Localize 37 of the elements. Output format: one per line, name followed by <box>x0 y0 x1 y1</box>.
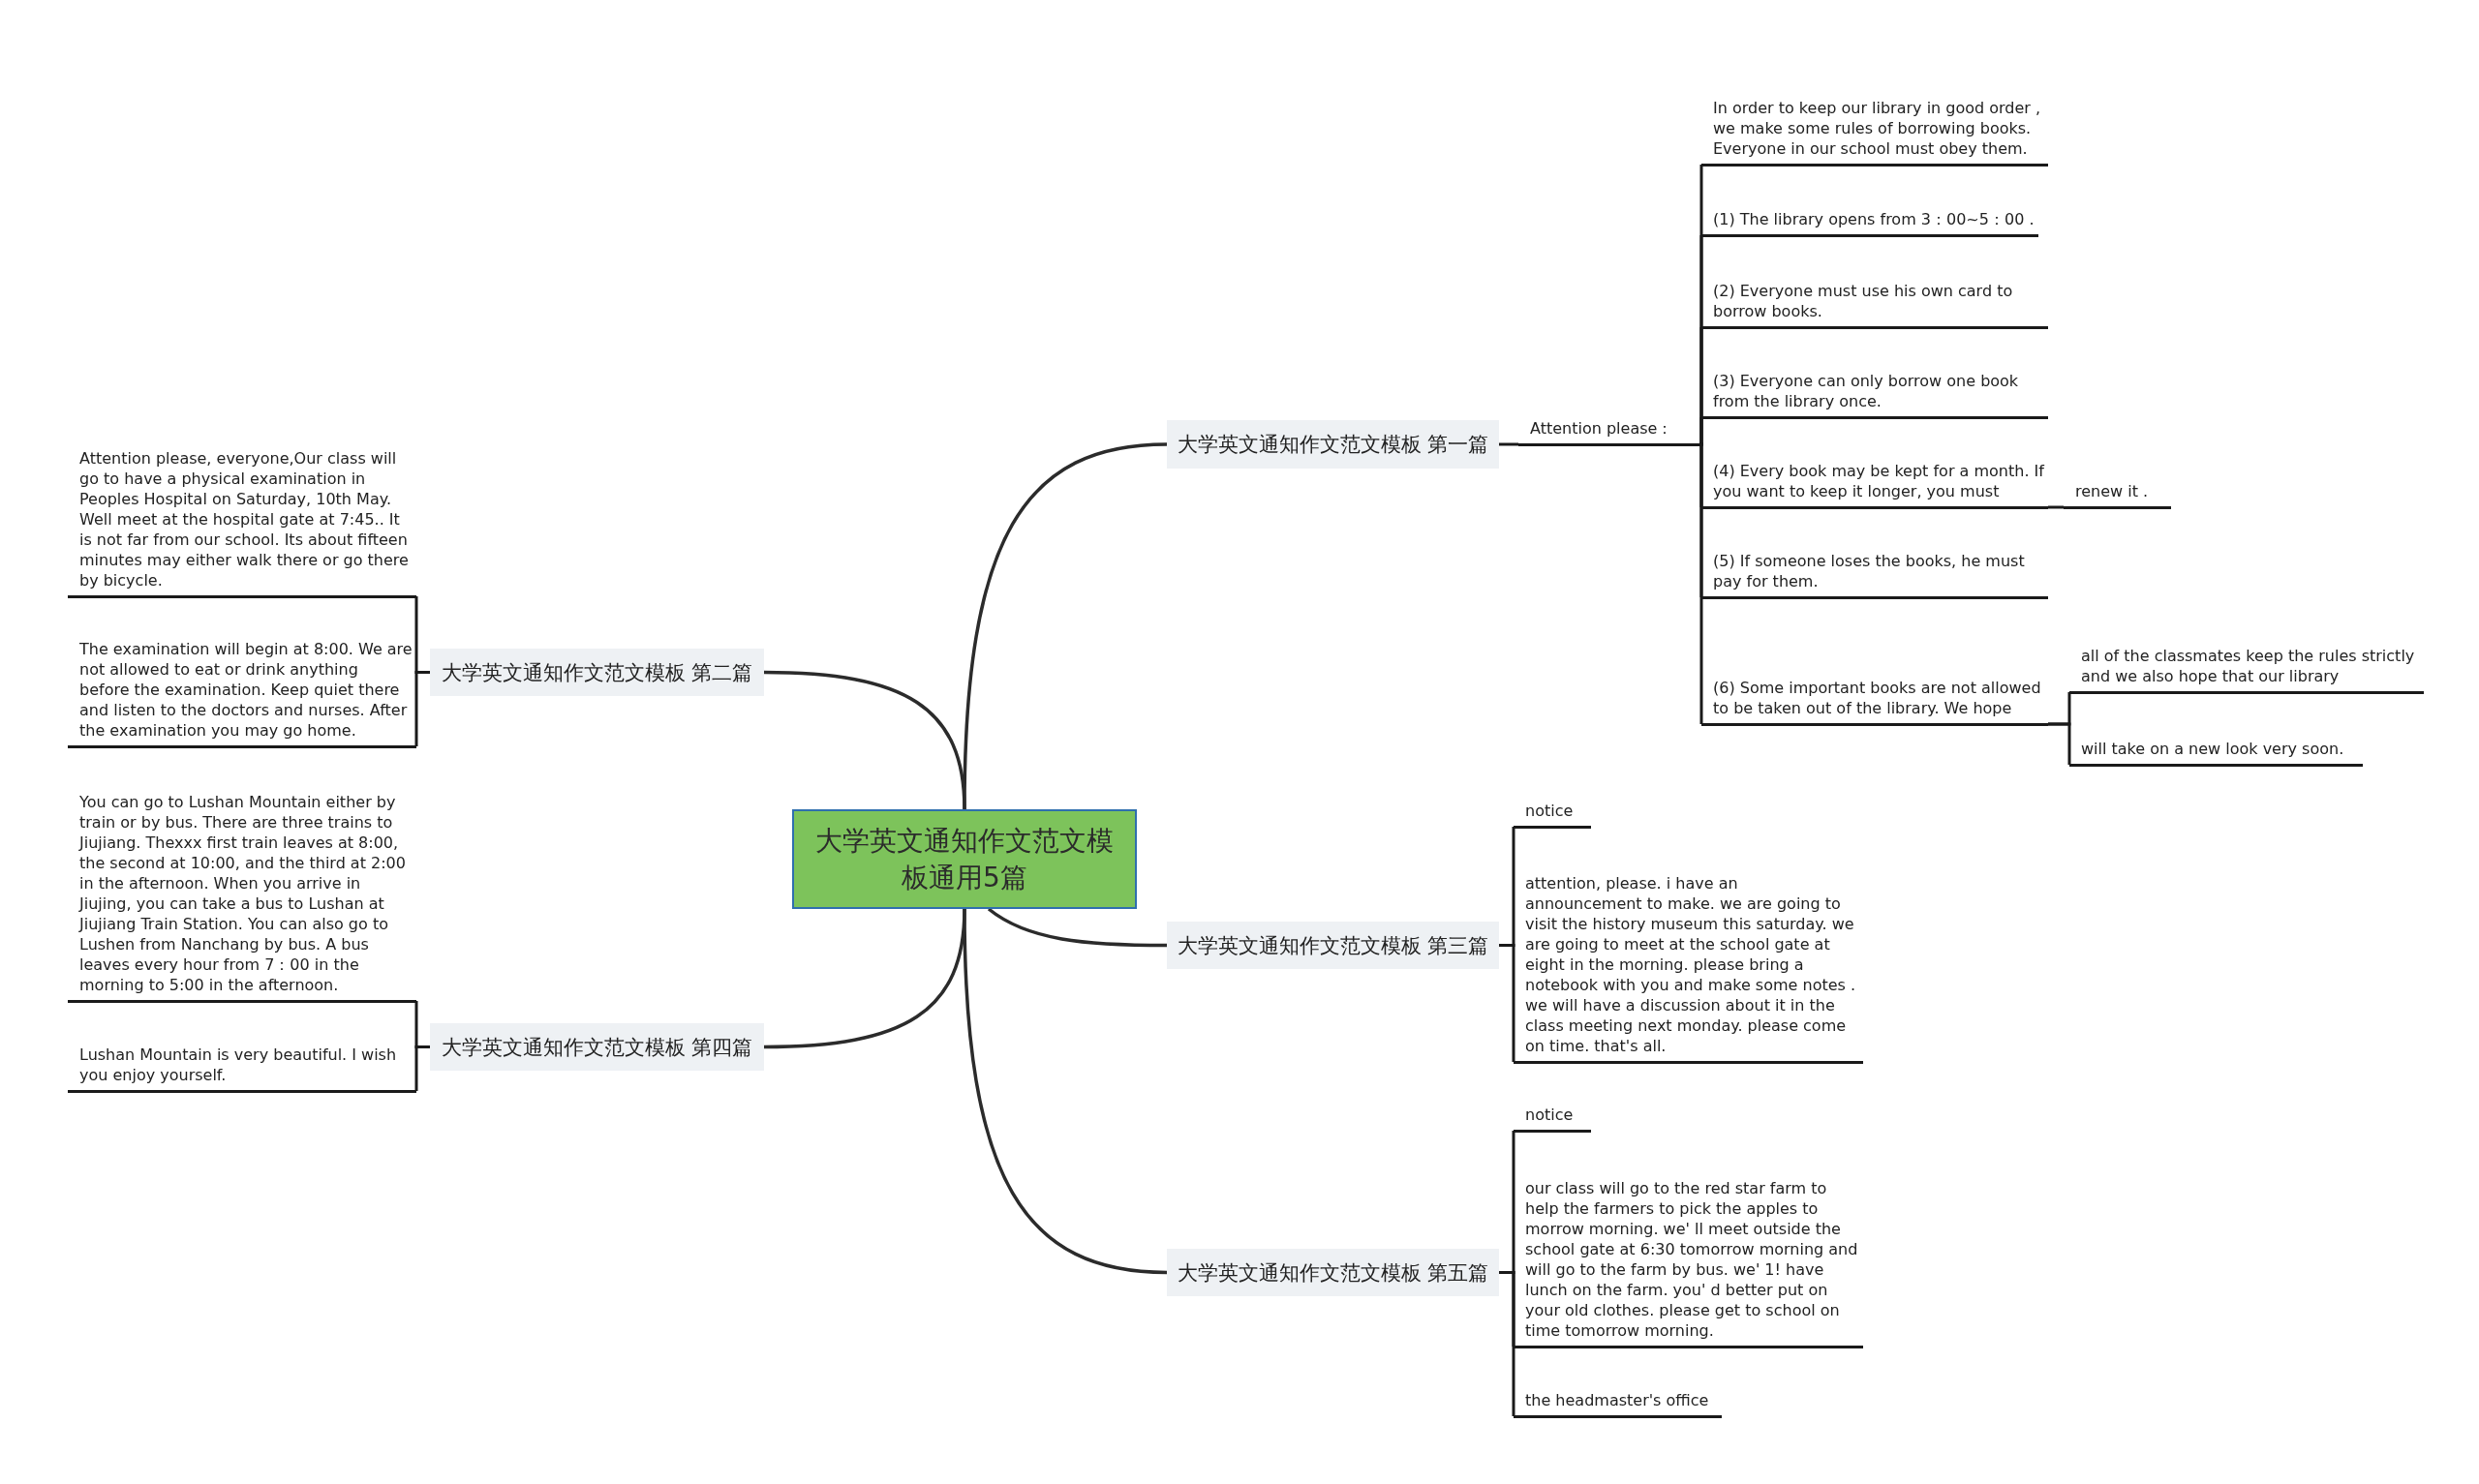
connector-line <box>1499 1271 1515 1416</box>
underlined-text: (2) Everyone must use his own card to borrow books. <box>1701 280 2048 329</box>
underlined-text: Attention please： <box>1518 417 1699 446</box>
underlined-text: (6) Some important books are not allowed to be taken out of the library. We hope <box>1701 677 2048 726</box>
underlined-text: all of the classmates keep the rules strictly and we also hope that our library <box>2069 645 2424 694</box>
topic-box: 大学英文通知作文范文模板 第一篇 <box>1167 420 1499 469</box>
connector-line <box>1499 944 1515 1062</box>
topic-box: 大学英文通知作文范文模板 第二篇 <box>430 649 764 696</box>
underlined-text: (3) Everyone can only borrow one book from the library once. <box>1701 370 2048 419</box>
connector-line <box>1699 417 1703 446</box>
connector-line <box>763 670 966 810</box>
connector-line <box>963 908 1168 1275</box>
topic-box: 大学英文通知作文范文模板 第五篇 <box>1167 1249 1499 1296</box>
underlined-text: notice <box>1514 1104 1591 1133</box>
underlined-text: will take on a new look very soon. <box>2069 738 2363 767</box>
underlined-text: (5) If someone loses the books, he must pay for them. <box>1701 550 2048 599</box>
topic-box: 大学英文通知作文范文模板 第三篇 <box>1167 922 1499 969</box>
underlined-text: In order to keep our library in good order , we make some rules of borrowing books. Everyone in our school must obey them. <box>1701 97 2048 167</box>
underlined-text: Lushan Mountain is very beautiful. I wish you enjoy yourself. <box>68 1044 416 1093</box>
connector-line <box>2048 505 2066 509</box>
underlined-text: notice <box>1514 800 1591 829</box>
connector-line <box>1499 442 1520 446</box>
underlined-text: (4) Every book may be kept for a month. If you want to keep it longer, you must <box>1701 460 2048 509</box>
topic-box: 大学英文通知作文范文模板 第四篇 <box>430 1023 764 1071</box>
underlined-text: Attention please, everyone,Our class will go to have a physical examination in Peoples Hospital on Saturday, 10th May. Well meet at the hospital gate at 7:45.. It is not far from our school. Its about fifteen minutes may either walk there or go there by bicycle. <box>68 447 416 598</box>
connector-line <box>2048 722 2071 765</box>
connector-line <box>414 671 430 746</box>
connector-line <box>987 907 1167 948</box>
underlined-text: renew it . <box>2064 480 2171 509</box>
central-topic-box: 大学英文通知作文范文模板通用5篇 <box>792 809 1137 909</box>
underlined-text: You can go to Lushan Mountain either by train or by bus. There are three trains to Jiujiang. Thexxx first train leaves at 8:00, the second at 10:00, and the third at 2:00 in the afternoon. When you arrive in Jiujing, you can take a bus to Lushan at Jiujiang Train Station. You can also go to Lushen from Nanchang by bus. A bus leaves every hour from 7：00 in the morning to 5:00 in the afternoon. <box>68 791 416 1003</box>
underlined-text: (1) The library opens from 3：00~5：00 . <box>1701 208 2038 237</box>
underlined-text: our class will go to the red star farm to help the farmers to pick the apples to morrow morning. we' ll meet outside the school gate at 6:30 tomorrow morning and will go to the farm by bus. we' 1! have lunch on the farm. you' d better put on your old clothes. please get to school on time tomorrow morning. <box>1514 1177 1863 1348</box>
underlined-text: the headmaster's office <box>1514 1389 1722 1418</box>
underlined-text: attention, please. i have an announcement to make. we are going to visit the history museum this saturday. we are going to meet at the school gate at eight in the morning. please bring a notebook with you and make some notes . we will have a discussion about it in the class meeting next monday. please come on time. that's all. <box>1514 872 1863 1064</box>
underlined-text: The examination will begin at 8:00. We are not allowed to eat or drink anything before the examination. Keep quiet there and listen to the doctors and nurses. After the examination you may go home. <box>68 638 416 748</box>
connector-line <box>1699 442 1703 724</box>
